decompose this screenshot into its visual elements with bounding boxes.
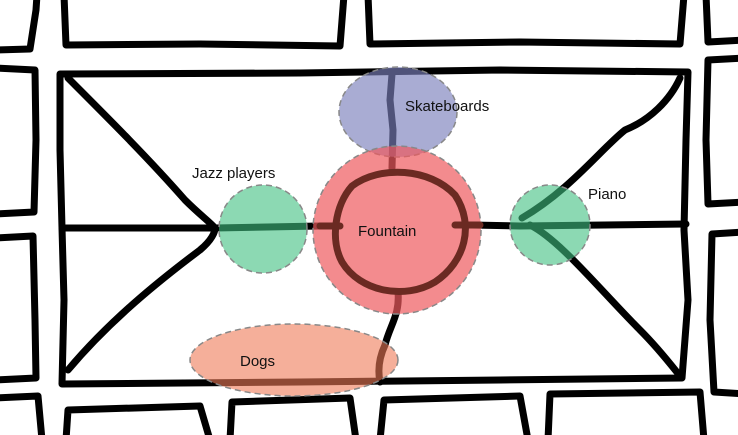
- block-bottom-2: [62, 402, 213, 435]
- block-left-upper: [0, 64, 40, 218]
- block-bottom-3: [226, 394, 359, 435]
- block-top-right: [364, 0, 688, 48]
- block-bottom-4: [376, 392, 531, 435]
- block-right-lower: [706, 228, 738, 398]
- block-top-far-right: [702, 0, 738, 46]
- block-bottom-1: [0, 392, 46, 435]
- label-fountain: Fountain: [358, 223, 416, 240]
- label-piano: Piano: [588, 186, 626, 203]
- label-skateboards: Skateboards: [405, 98, 489, 115]
- path-left-lower-diagonal: [64, 224, 219, 374]
- block-right-upper: [702, 54, 738, 208]
- path-left-upper-diagonal: [64, 74, 219, 232]
- block-bottom-5: [544, 388, 708, 435]
- zone-piano: [509, 184, 591, 266]
- block-left-lower: [0, 232, 40, 384]
- block-top-left: [0, 0, 41, 54]
- fountain-loop-path: [316, 168, 484, 296]
- block-top-middle: [60, 0, 348, 50]
- label-dogs: Dogs: [240, 353, 275, 370]
- zone-jazz-players: [218, 184, 308, 274]
- zone-dogs: [189, 323, 399, 397]
- label-jazz-players: Jazz players: [192, 165, 275, 182]
